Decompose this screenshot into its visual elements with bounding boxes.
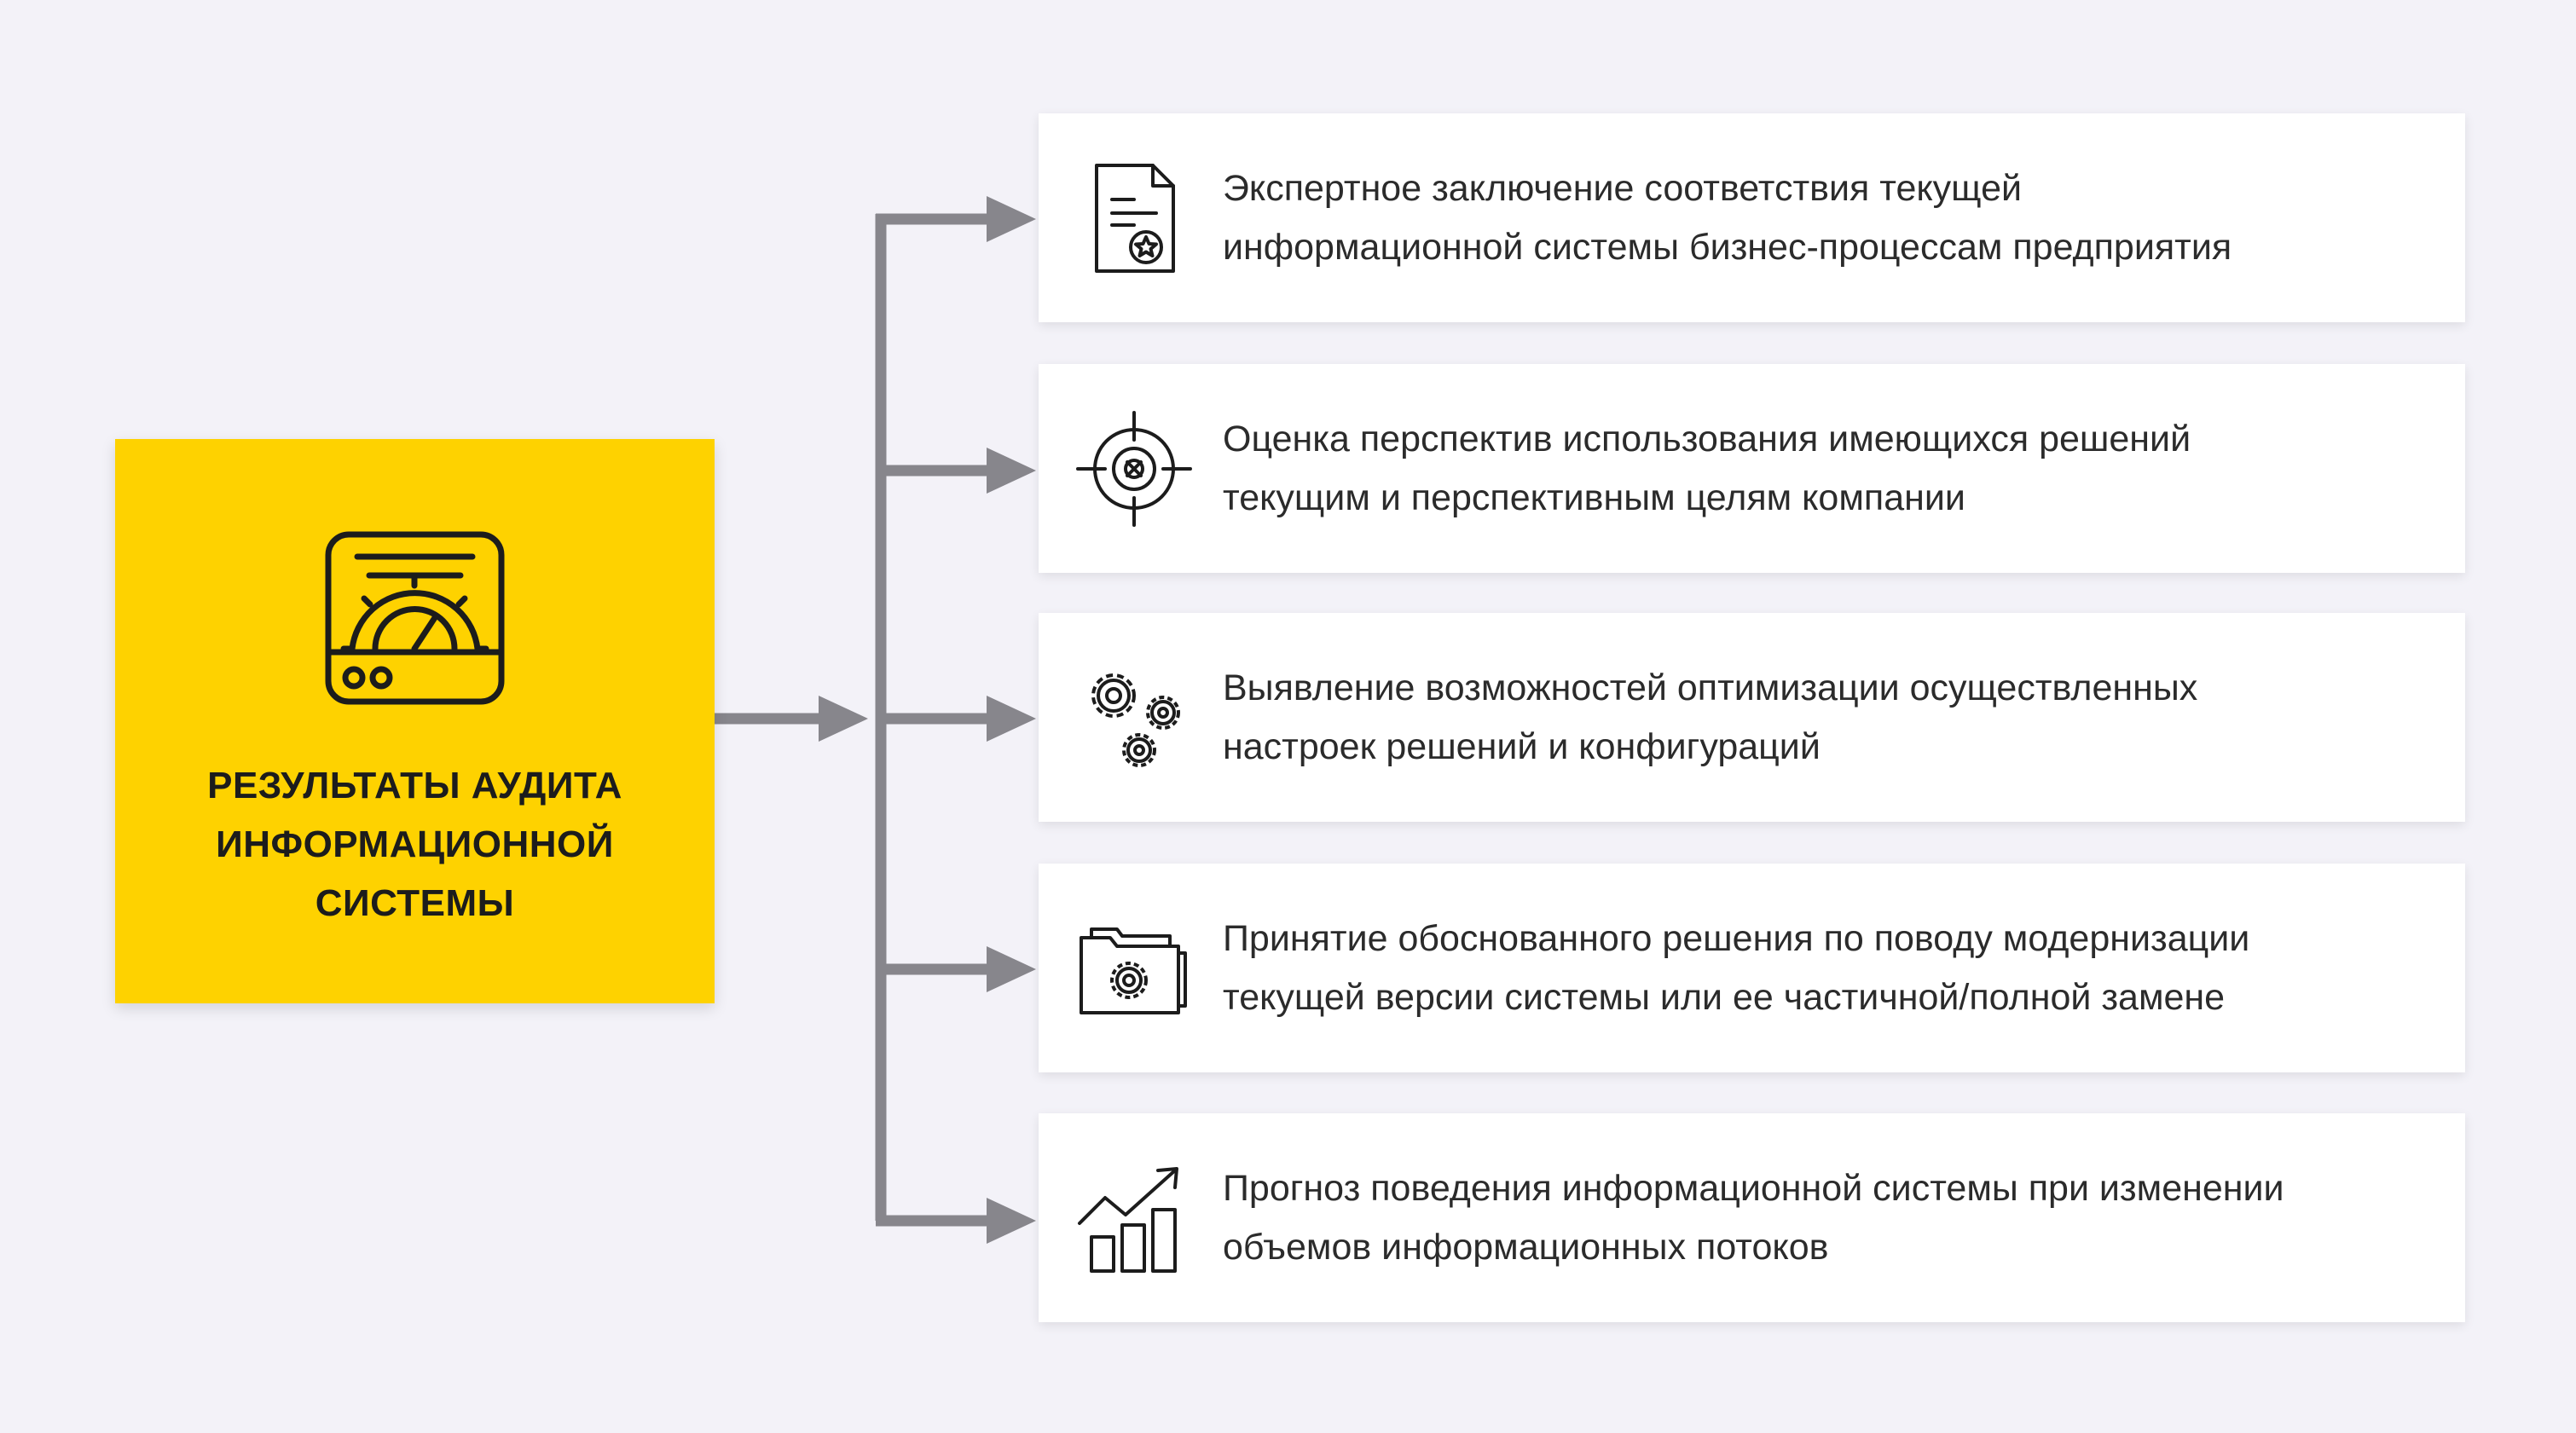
card-text-line: Выявление возможностей оптимизации осуще…	[1223, 667, 2198, 708]
hub-title: РЕЗУЛЬТАТЫ АУДИТА ИНФОРМАЦИОННОЙ СИСТЕМЫ	[115, 756, 715, 933]
card-text-line: объемов информационных потоков	[1223, 1226, 1829, 1268]
card-text-line: Прогноз поведения информационной системы…	[1223, 1167, 2284, 1209]
result-card-prospects-assessment: Оценка перспектив использования имеющихс…	[1039, 364, 2465, 573]
card-text-line: Принятие обоснованного решения по поводу…	[1223, 917, 2250, 959]
hub-title-line: РЕЗУЛЬТАТЫ АУДИТА	[207, 765, 622, 806]
card-text-line: текущим и перспективным целям компании	[1223, 477, 1965, 518]
card-text: Оценка перспектив использования имеющихс…	[1223, 410, 2191, 528]
result-card-expert-conclusion: Экспертное заключение соответствия текущ…	[1039, 113, 2465, 322]
folder-settings-icon	[1080, 927, 1187, 1014]
card-text: Экспертное заключение соответствия текущ…	[1223, 159, 2232, 277]
gauge-panel-icon	[325, 531, 505, 705]
result-card-modernization-decision: Принятие обоснованного решения по поводу…	[1039, 864, 2465, 1072]
audit-results-hub: РЕЗУЛЬТАТЫ АУДИТА ИНФОРМАЦИОННОЙ СИСТЕМЫ	[115, 439, 715, 1003]
card-text: Прогноз поведения информационной системы…	[1223, 1159, 2284, 1277]
card-text: Принятие обоснованного решения по поводу…	[1223, 910, 2249, 1027]
card-text: Выявление возможностей оптимизации осуще…	[1223, 659, 2197, 777]
result-card-behavior-forecast: Прогноз поведения информационной системы…	[1039, 1113, 2465, 1322]
card-text-line: текущей версии системы или ее частичной/…	[1223, 976, 2226, 1018]
card-text-line: информационной системы бизнес-процессам …	[1223, 226, 2232, 268]
gears-icon	[1091, 673, 1180, 767]
certificate-document-icon	[1095, 163, 1175, 273]
card-text-line: Оценка перспектив использования имеющихс…	[1223, 418, 2191, 459]
result-card-optimization: Выявление возможностей оптимизации осуще…	[1039, 613, 2465, 822]
target-crosshair-icon	[1076, 410, 1192, 527]
hub-title-line: ИНФОРМАЦИОННОЙ	[216, 823, 614, 865]
card-text-line: Экспертное заключение соответствия текущ…	[1223, 167, 2023, 209]
hub-title-line: СИСТЕМЫ	[315, 882, 515, 924]
growth-chart-icon	[1078, 1166, 1178, 1273]
card-text-line: настроек решений и конфигураций	[1223, 725, 1821, 767]
